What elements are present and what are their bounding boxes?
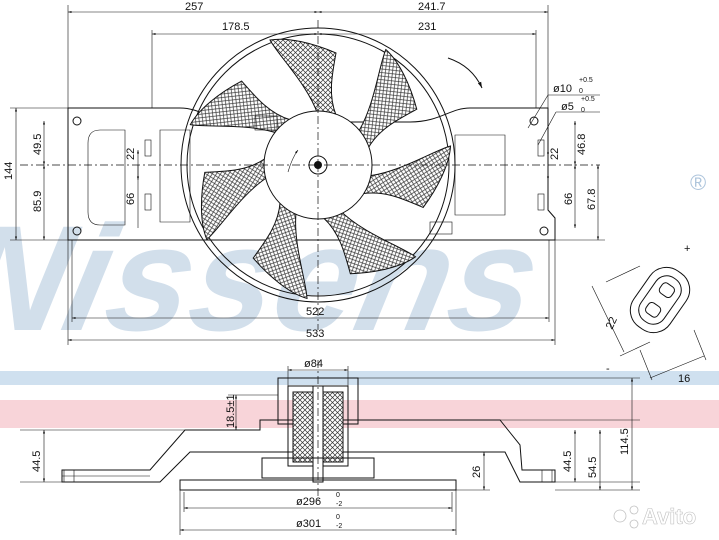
slot-right-2	[537, 193, 545, 211]
fan-blades	[189, 38, 452, 300]
connector-inner	[638, 275, 682, 325]
dim-301-tol-upper: 0	[336, 514, 340, 521]
hole-small-tol-lower: 0	[581, 107, 585, 114]
motor-winding-right	[322, 391, 344, 463]
dim-26: 26	[471, 466, 483, 478]
dim-66-left: 66	[125, 193, 137, 205]
plate-inner-cutout-right	[454, 134, 506, 216]
dim-241-7: 241.7	[418, 1, 446, 13]
dim-84: ø84	[304, 358, 323, 370]
side-view: ø84 18.5±1 44.5 26 44.5 54.5 114.5 ø296 …	[20, 358, 640, 535]
connector-detail: + - 22 16	[591, 243, 707, 385]
dim-178-5: 178.5	[222, 21, 250, 33]
avito-dot-2	[629, 505, 639, 515]
dim-49-5: 49.5	[32, 134, 44, 155]
motor-shaft	[312, 385, 324, 483]
connector-dim-16: 16	[678, 373, 690, 385]
dim-296: ø296	[296, 496, 321, 508]
dim-44-5-left: 44.5	[31, 451, 43, 472]
fan-blade-6	[200, 157, 270, 241]
connector-pin-plus	[658, 282, 675, 299]
connector-pin-minus	[645, 301, 662, 318]
plate-inner-cutout-left	[87, 129, 126, 226]
watermark-layer: Nissens ®	[0, 170, 719, 428]
top-view: 257 241.7 178.5 231 144 49.5 85.9 22 66 …	[3, 1, 605, 345]
dim-114-5: 114.5	[619, 428, 631, 455]
dim-18-5: 18.5±1	[225, 394, 237, 428]
dim-46-8: 46.8	[576, 134, 588, 155]
dim-533: 533	[306, 328, 324, 340]
hole-large-tol-upper: +0.5	[579, 77, 593, 84]
connector-plus-label: +	[684, 243, 690, 255]
dim-231: 231	[418, 21, 436, 33]
connector-dim-22: 22	[604, 315, 620, 331]
connector-body	[629, 266, 691, 334]
hole-small-tol-upper: +0.5	[581, 96, 595, 103]
dim-54-5: 54.5	[587, 457, 599, 478]
dim-296-tol-upper: 0	[336, 492, 340, 499]
mount-hole-bl	[72, 226, 82, 236]
fan-blade-4	[322, 209, 417, 275]
fan-blade-5	[252, 201, 308, 300]
dim-301-tol-lower: -2	[336, 523, 342, 530]
dim-257: 257	[185, 1, 203, 13]
fan-blade-1	[269, 38, 337, 116]
rotation-arrow	[447, 57, 483, 89]
plate-inner-cutout-mid	[159, 129, 191, 223]
mount-hole-tl	[72, 116, 82, 126]
avito-dot-3	[629, 519, 639, 529]
clip-bottom	[429, 221, 453, 235]
dim-66-right: 66	[563, 193, 575, 205]
dim-44-5-right: 44.5	[562, 451, 574, 472]
slot-left-1	[144, 139, 152, 157]
motor-winding-left	[292, 391, 314, 463]
dim-22-right: 22	[549, 148, 561, 160]
hole-large-tol-lower: 0	[579, 88, 583, 95]
red-stripe	[0, 400, 719, 428]
hub-arrow	[287, 149, 299, 173]
avito-dot-1	[613, 509, 627, 523]
dim-301: ø301	[296, 518, 321, 530]
dim-296-tol-lower: -2	[336, 501, 342, 508]
dim-67-8: 67.8	[586, 189, 598, 210]
registered-mark: ®	[690, 170, 706, 195]
fan-blade-2	[356, 48, 418, 149]
mount-hole-tr	[529, 116, 539, 126]
side-bracket	[61, 419, 556, 483]
hole-small-label: ø5	[561, 101, 574, 113]
fan-blade-3	[362, 145, 452, 209]
avito-label: Avito	[642, 504, 696, 529]
dim-22-left: 22	[125, 148, 137, 160]
avito-badge: Avito	[613, 504, 696, 529]
connector-minus-label: -	[606, 363, 610, 375]
dim-144: 144	[3, 162, 15, 180]
hole-large-label: ø10	[553, 83, 572, 95]
clip-top	[254, 115, 278, 131]
mount-hole-br	[539, 226, 549, 236]
fan-blade-7	[189, 80, 291, 135]
slot-right-1	[537, 139, 545, 157]
dim-85-9: 85.9	[32, 191, 44, 212]
slot-left-2	[144, 193, 152, 211]
dim-522: 522	[306, 306, 324, 318]
